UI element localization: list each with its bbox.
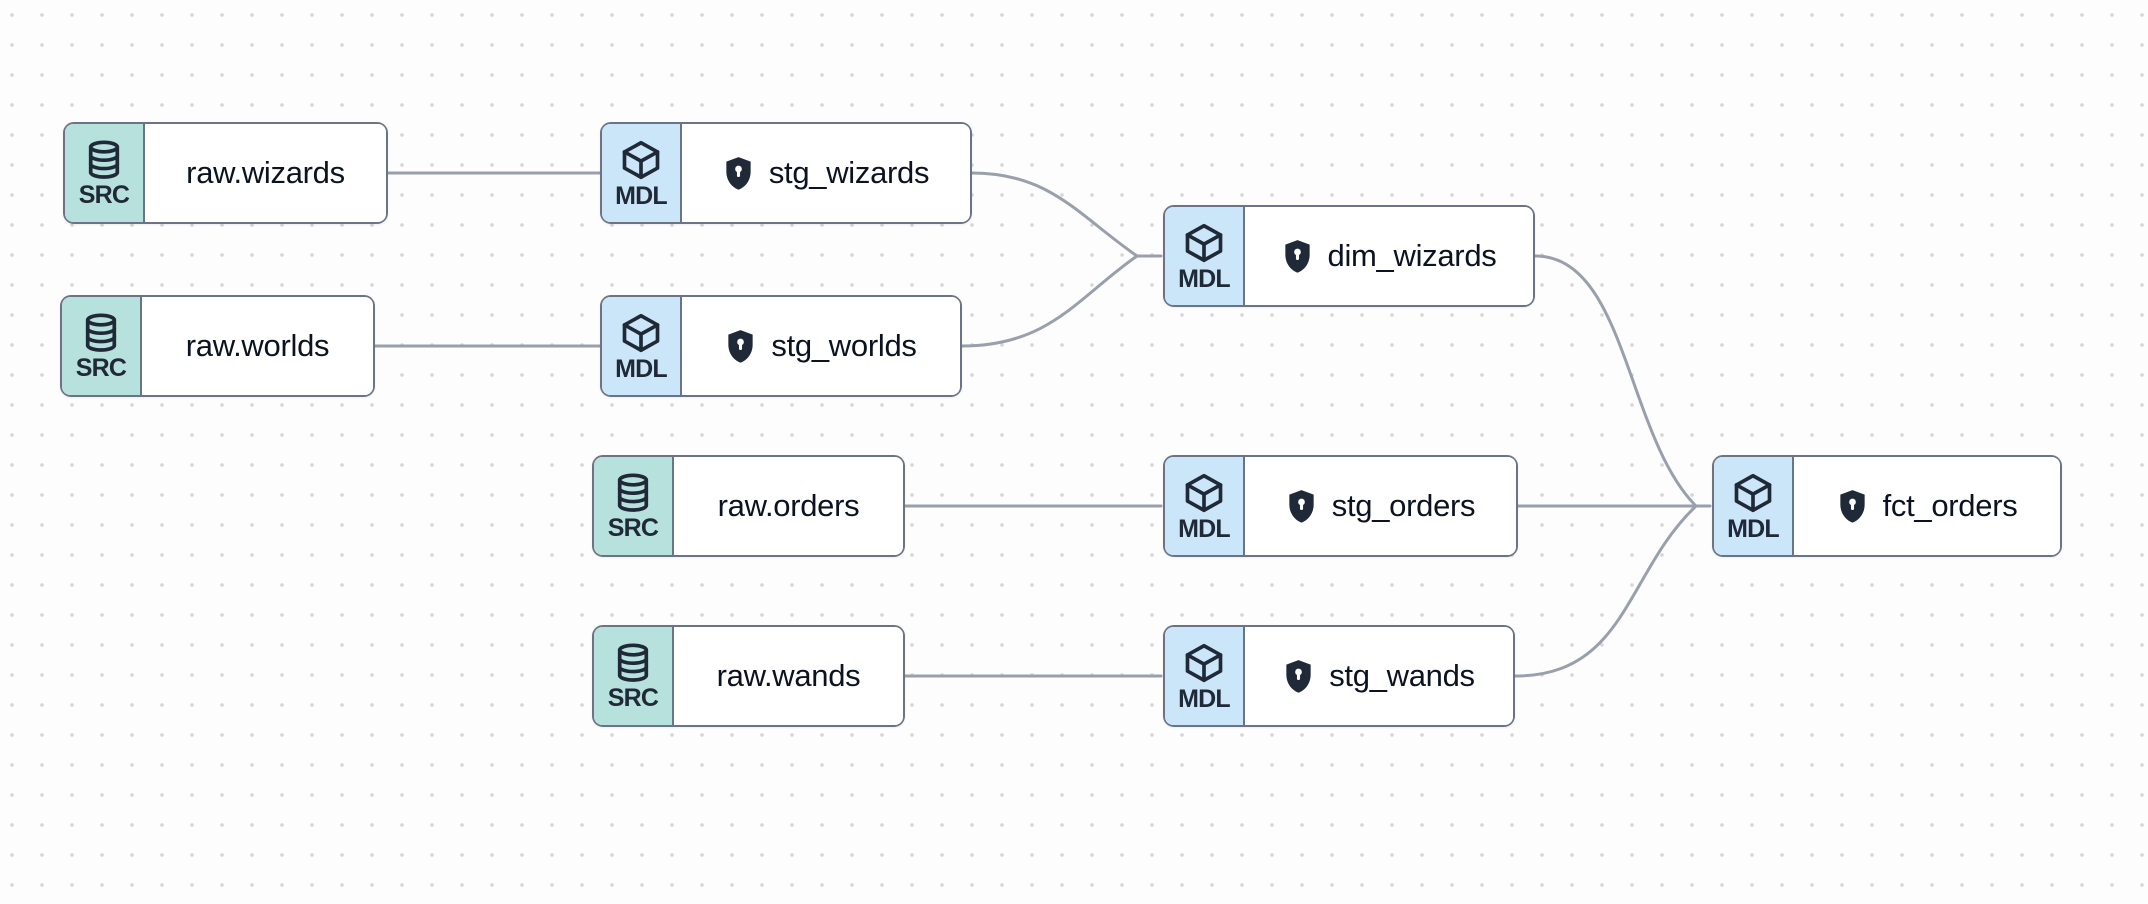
node-body: stg_wands <box>1245 627 1513 725</box>
shield-lock-icon <box>723 156 754 191</box>
node-type-label: MDL <box>1178 264 1231 293</box>
node-type-label: MDL <box>1178 684 1231 713</box>
node-name: stg_worlds <box>771 328 917 363</box>
cube-icon <box>1182 471 1226 515</box>
node-type-badge: MDL <box>602 124 682 222</box>
node-name: dim_wizards <box>1327 238 1497 273</box>
node-type-label: SRC <box>75 353 127 382</box>
edge-dim_wizards-to-fct_orders <box>1533 254 1697 507</box>
node-name: raw.orders <box>717 488 860 523</box>
shield-lock-icon <box>1837 489 1868 524</box>
node-stg_orders[interactable]: MDL stg_orders <box>1163 455 1518 557</box>
node-stg_worlds[interactable]: MDL stg_worlds <box>600 295 962 397</box>
node-name: fct_orders <box>1882 488 2018 523</box>
node-dim_wizards[interactable]: MDL dim_wizards <box>1163 205 1535 307</box>
node-type-label: SRC <box>607 513 659 542</box>
node-type-label: SRC <box>78 180 130 209</box>
database-icon <box>83 139 125 181</box>
shield-lock-icon <box>1286 489 1317 524</box>
edge-stg_wands-to-fct_orders <box>1513 505 1697 678</box>
cube-icon <box>1731 471 1775 515</box>
edge-stg_wizards-to-dim_wizards <box>970 171 1163 258</box>
node-type-label: MDL <box>1178 514 1231 543</box>
cube-icon <box>619 138 663 182</box>
database-icon <box>80 312 122 354</box>
node-type-badge: MDL <box>1165 627 1245 725</box>
shield-lock-icon <box>725 329 756 364</box>
cube-icon <box>1182 221 1226 265</box>
node-type-badge: MDL <box>1714 457 1794 555</box>
node-fct_orders[interactable]: MDL fct_orders <box>1712 455 2062 557</box>
node-stg_wizards[interactable]: MDL stg_wizards <box>600 122 972 224</box>
node-type-badge: MDL <box>1165 207 1245 305</box>
node-name: stg_wands <box>1329 658 1475 693</box>
node-body: raw.worlds <box>142 297 373 395</box>
node-type-badge: SRC <box>594 627 674 725</box>
node-body: stg_worlds <box>682 297 960 395</box>
shield-lock-icon <box>1283 659 1314 694</box>
node-body: stg_wizards <box>682 124 970 222</box>
node-type-label: MDL <box>615 354 668 383</box>
node-name: raw.wizards <box>186 155 345 190</box>
node-body: raw.orders <box>674 457 903 555</box>
node-raw_worlds[interactable]: SRC raw.worlds <box>60 295 375 397</box>
node-type-badge: SRC <box>62 297 142 395</box>
database-icon <box>612 642 654 684</box>
node-raw_wizards[interactable]: SRC raw.wizards <box>63 122 388 224</box>
cube-icon <box>1182 641 1226 685</box>
edge-stg_worlds-to-dim_wizards <box>960 254 1139 348</box>
node-name: stg_orders <box>1331 488 1476 523</box>
node-body: fct_orders <box>1794 457 2060 555</box>
node-body: stg_orders <box>1245 457 1516 555</box>
node-type-badge: MDL <box>1165 457 1245 555</box>
node-type-badge: SRC <box>65 124 145 222</box>
database-icon <box>612 472 654 514</box>
node-type-badge: MDL <box>602 297 682 395</box>
node-type-label: MDL <box>1727 514 1780 543</box>
node-type-badge: SRC <box>594 457 674 555</box>
node-body: raw.wizards <box>145 124 386 222</box>
node-name: stg_wizards <box>768 155 930 190</box>
cube-icon <box>619 311 663 355</box>
node-stg_wands[interactable]: MDL stg_wands <box>1163 625 1515 727</box>
node-raw_orders[interactable]: SRC raw.orders <box>592 455 905 557</box>
shield-lock-icon <box>1282 239 1313 274</box>
node-name: raw.worlds <box>185 328 330 363</box>
node-raw_wands[interactable]: SRC raw.wands <box>592 625 905 727</box>
node-name: raw.wands <box>716 658 861 693</box>
node-body: raw.wands <box>674 627 903 725</box>
node-type-label: MDL <box>615 181 668 210</box>
node-body: dim_wizards <box>1245 207 1533 305</box>
node-type-label: SRC <box>607 683 659 712</box>
